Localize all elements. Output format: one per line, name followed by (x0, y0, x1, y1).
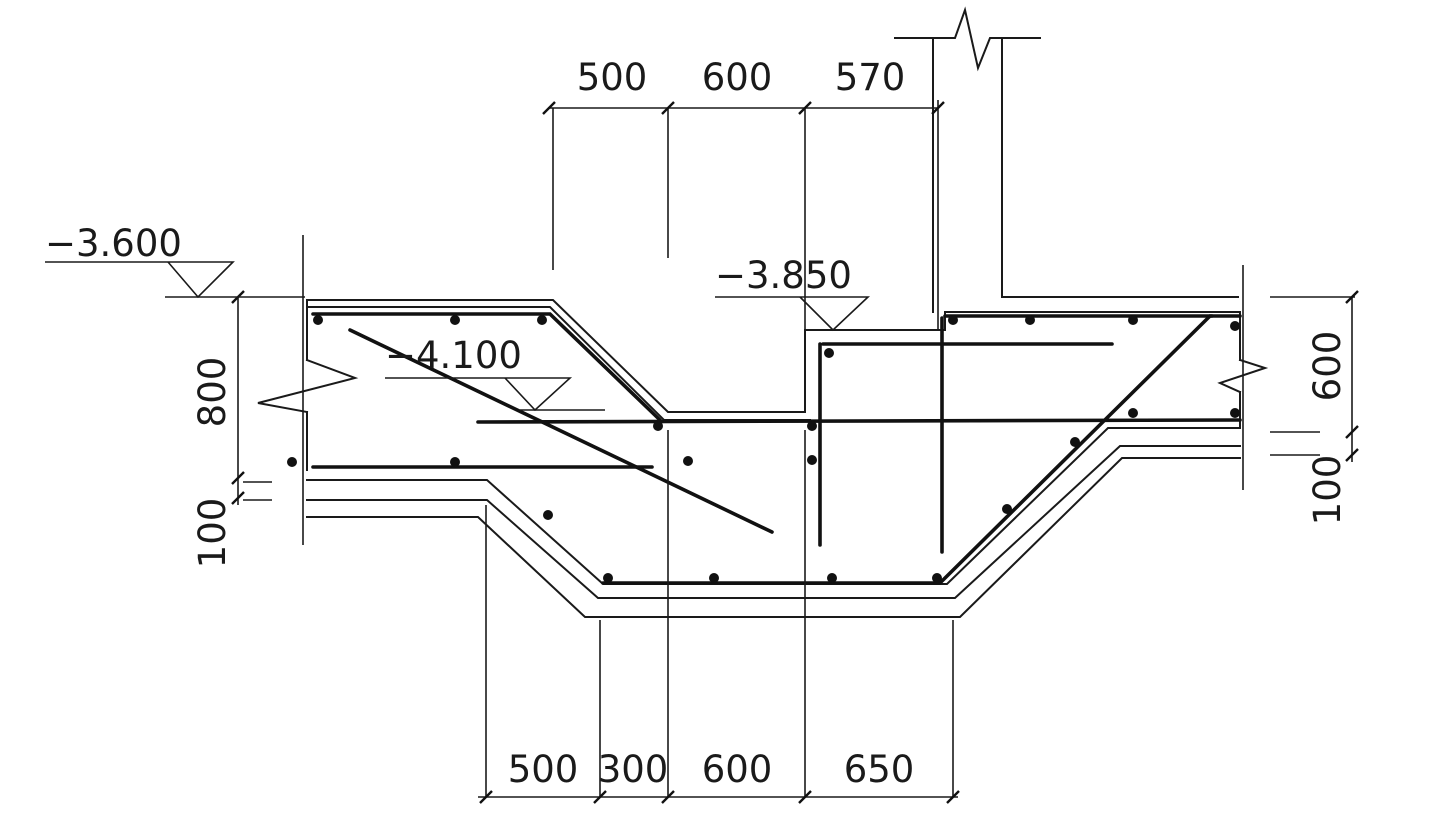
rebar-dot-group (287, 315, 1240, 583)
rebar-dot (1128, 408, 1138, 418)
rebar-dot (1002, 504, 1012, 514)
rebar-dot (287, 457, 297, 467)
left-dim-2: 100 (191, 498, 234, 569)
level-marker-3: −3.850 (715, 254, 871, 332)
level-marker-1: −3.600 (45, 222, 305, 299)
rebar-dot (603, 573, 613, 583)
rebar-dot (948, 315, 958, 325)
top-dim-3: 570 (835, 56, 906, 99)
dimension-lines (231, 100, 1359, 804)
level-label-2: −4.100 (385, 334, 522, 377)
rebar-dot (1230, 408, 1240, 418)
rebar-dot (653, 421, 663, 431)
rebar-dot (709, 573, 719, 583)
rebar-dot (1025, 315, 1035, 325)
rebar-dot (450, 457, 460, 467)
bottom-dim-2: 300 (598, 748, 669, 791)
upper-wall (894, 6, 1239, 313)
rebar-dot (932, 573, 942, 583)
rebar-dot (807, 455, 817, 465)
rebar-dot (824, 348, 834, 358)
right-dim-1: 600 (1306, 331, 1349, 402)
rebar-dot (313, 315, 323, 325)
top-dim-2: 600 (702, 56, 773, 99)
right-dim-2: 100 (1306, 455, 1349, 526)
rebar-lines (311, 312, 1242, 585)
rebar-dot (1070, 437, 1080, 447)
top-dim-1: 500 (577, 56, 648, 99)
rebar-dot (683, 456, 693, 466)
left-dim-1: 800 (191, 357, 234, 428)
rebar-dot (537, 315, 547, 325)
level-label-1: −3.600 (45, 222, 182, 265)
rebar-dot (1128, 315, 1138, 325)
rebar-dot (827, 573, 837, 583)
bottom-dim-1: 500 (508, 748, 579, 791)
rebar-dot (543, 510, 553, 520)
bottom-dim-4: 650 (844, 748, 915, 791)
rebar-dot (1230, 321, 1240, 331)
level-label-3: −3.850 (715, 254, 852, 297)
rebar-dot (450, 315, 460, 325)
level-marker-2: −4.100 (385, 334, 605, 412)
bottom-dim-3: 600 (702, 748, 773, 791)
rebar-dot (807, 421, 817, 431)
